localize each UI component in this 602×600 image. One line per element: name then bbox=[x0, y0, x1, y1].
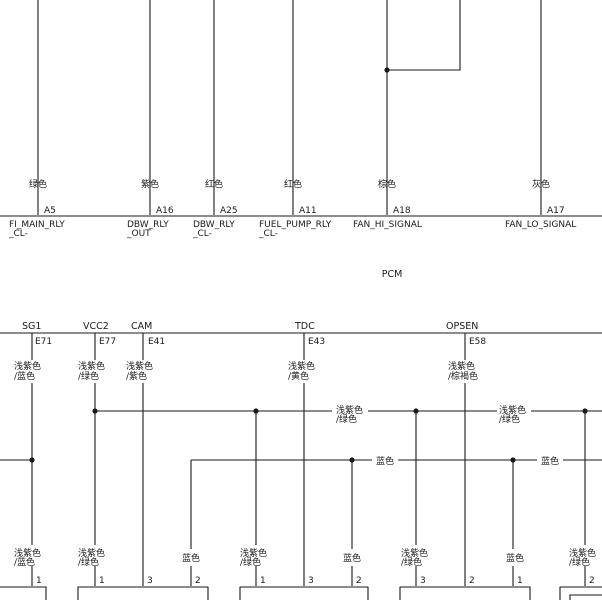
signal-name: _OUT bbox=[126, 229, 151, 239]
connector-pin: 3 bbox=[147, 576, 153, 586]
wire-color-label: /绿色 bbox=[240, 556, 261, 568]
bus-label: /绿色 bbox=[499, 413, 520, 425]
wire-color-label: 红色 bbox=[205, 178, 223, 190]
wire-color-label: /绿色 bbox=[78, 370, 99, 382]
wire-color-label: 浅紫色 bbox=[288, 360, 315, 372]
module-label: PCM bbox=[382, 269, 403, 280]
pin-label: E77 bbox=[99, 337, 116, 347]
junction-dot bbox=[384, 67, 390, 73]
signal-name: _CL- bbox=[192, 229, 212, 239]
pin-label: E71 bbox=[35, 337, 52, 347]
bus-label: 蓝色 bbox=[541, 455, 559, 467]
wire-color-label: /绿色 bbox=[78, 556, 99, 568]
connector-right-inner bbox=[569, 594, 602, 600]
wire-color-label: 浅紫色 bbox=[78, 360, 105, 372]
wire-color-label: 蓝色 bbox=[506, 552, 524, 564]
connector-cam bbox=[77, 586, 209, 600]
signal-name: _CL- bbox=[8, 229, 28, 239]
junction-dot bbox=[29, 457, 35, 463]
signal-name: _CL- bbox=[258, 229, 278, 239]
bus-label: 浅紫色 bbox=[336, 404, 363, 416]
wire-color-label: 紫色 bbox=[141, 178, 159, 190]
wire-color-label: /紫色 bbox=[126, 370, 147, 382]
connector-pin: 2 bbox=[589, 576, 595, 586]
wire-color-label: 浅紫色 bbox=[78, 547, 105, 559]
connector-pin: 2 bbox=[469, 576, 475, 586]
connector-pin: 3 bbox=[308, 576, 314, 586]
connector-tdc bbox=[239, 586, 369, 600]
connector-pin: 2 bbox=[356, 576, 362, 586]
bus-label: 蓝色 bbox=[376, 455, 394, 467]
wire-color-label: 浅紫色 bbox=[401, 547, 428, 559]
pin-label: A16 bbox=[156, 206, 174, 216]
bus-label: 浅紫色 bbox=[499, 404, 526, 416]
signal-name: DBW_RLY bbox=[127, 220, 169, 230]
wire-color-label: 浅紫色 bbox=[14, 547, 41, 559]
pin-label: A17 bbox=[547, 206, 565, 216]
junction-dot bbox=[92, 408, 98, 414]
pin-label: E41 bbox=[148, 337, 165, 347]
wire-color-label: /蓝色 bbox=[14, 370, 35, 382]
wire-color-label: 浅紫色 bbox=[240, 547, 267, 559]
wire-a18-branch bbox=[387, 0, 461, 71]
connector-pin: 1 bbox=[99, 576, 105, 586]
connector-pin: 2 bbox=[195, 576, 201, 586]
wire-color-label: 浅紫色 bbox=[569, 547, 596, 559]
wire-color-label: 浅紫色 bbox=[14, 360, 41, 372]
connector-pin: 3 bbox=[420, 576, 426, 586]
connector-sg1 bbox=[0, 586, 47, 600]
connector-pin: 1 bbox=[260, 576, 266, 586]
wire-color-label: 绿色 bbox=[29, 178, 47, 190]
connector-opsen bbox=[399, 586, 531, 600]
connector-pin: 1 bbox=[36, 576, 42, 586]
signal-name: FAN_HI_SIGNAL bbox=[353, 220, 422, 230]
wire-color-label: /绿色 bbox=[401, 556, 422, 568]
bus-label: /绿色 bbox=[336, 413, 357, 425]
signal-name: OPSEN bbox=[446, 321, 478, 332]
connector-right bbox=[559, 586, 602, 600]
wire-color-label: /黄色 bbox=[288, 370, 309, 382]
pin-label: A5 bbox=[44, 206, 56, 216]
signal-name: SG1 bbox=[22, 321, 41, 332]
signal-name: DBW_RLY bbox=[193, 220, 235, 230]
wire-color-label: /棕褐色 bbox=[448, 370, 478, 382]
signal-name: FI_MAIN_RLY bbox=[9, 220, 65, 230]
wire-color-label: 蓝色 bbox=[182, 552, 200, 564]
wire-color-label: /绿色 bbox=[569, 556, 590, 568]
wire-color-label: 红色 bbox=[284, 178, 302, 190]
wire-color-label: 棕色 bbox=[378, 178, 396, 190]
signal-name: TDC bbox=[294, 321, 315, 332]
pin-label: A11 bbox=[299, 206, 317, 216]
wire-color-label: 浅紫色 bbox=[448, 360, 475, 372]
wire-color-label: /蓝色 bbox=[14, 556, 35, 568]
pin-label: A18 bbox=[393, 206, 411, 216]
wire-color-label: 浅紫色 bbox=[126, 360, 153, 372]
pin-label: E58 bbox=[469, 337, 486, 347]
wire-color-label: 灰色 bbox=[532, 178, 550, 190]
pin-label: A25 bbox=[220, 206, 238, 216]
signal-name: VCC2 bbox=[83, 321, 109, 332]
pin-label: E43 bbox=[308, 337, 325, 347]
wire-color-label: 蓝色 bbox=[343, 552, 361, 564]
signal-name: FUEL_PUMP_RLY bbox=[259, 220, 332, 230]
signal-name: FAN_LO_SIGNAL bbox=[505, 220, 576, 230]
signal-name: CAM bbox=[131, 321, 152, 332]
connector-pin: 1 bbox=[517, 576, 523, 586]
